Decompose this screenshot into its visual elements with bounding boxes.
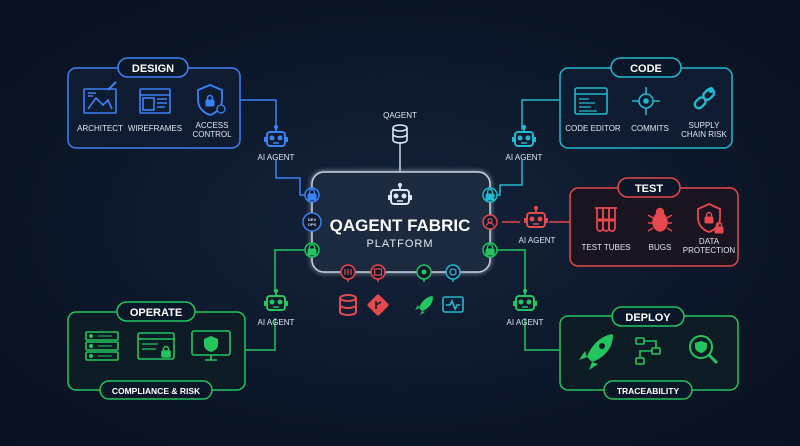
hub-bottom-badge-3: [416, 264, 432, 280]
operate-title-pill: [116, 301, 196, 322]
design-item-label: ARCHITECT: [77, 124, 123, 133]
magnifier-shield-icon: [689, 335, 719, 365]
pipeline-icon: [635, 337, 661, 365]
rocket-small-icon: [415, 296, 433, 315]
monitor-pulse-icon: [442, 296, 464, 313]
deploy-title-pill: [611, 306, 685, 327]
operate-footer: COMPLIANCE & RISK: [112, 386, 201, 396]
qagent-database-icon: [392, 124, 408, 144]
rocket-icon: [579, 334, 613, 370]
operate-group: OPERATE COMPLIANCE & RISK: [67, 301, 246, 400]
ai-agent-label: AI AGENT: [519, 236, 556, 245]
bug-icon: [647, 207, 673, 232]
ai-agent-label: AI AGENT: [258, 153, 295, 162]
chain-icon: [693, 87, 716, 110]
hub-title: QAGENT FABRIC: [330, 216, 471, 235]
database-icon: [339, 294, 357, 316]
design-connector: [240, 99, 312, 196]
code-title-pill: [610, 57, 682, 78]
ai-agent-code: AI AGENT: [506, 124, 543, 162]
hub-lock-badge-bl: [304, 242, 320, 258]
qagent-label: QAGENT: [383, 111, 417, 120]
hub-user-badge: [482, 214, 498, 230]
wireframe-icon: [139, 88, 171, 114]
ai-agent-design: AI AGENT: [258, 124, 295, 162]
blueprint-icon: [83, 81, 117, 114]
ai-agent-label: AI AGENT: [258, 318, 295, 327]
ai-agent-label: AI AGENT: [506, 153, 543, 162]
hub-bottom-badge-1: [340, 264, 356, 280]
hub: QAGENT FABRIC PLATFORM QAGENT DEV OPS: [302, 111, 498, 316]
shield-lock-icon: [197, 84, 226, 116]
svg-text:DEV: DEV: [308, 217, 317, 222]
monitor-shield-icon: [191, 330, 231, 361]
deploy-connector: [490, 249, 560, 351]
deploy-title: DEPLOY: [625, 312, 671, 324]
code-item-label: COMMITS: [631, 124, 669, 133]
operate-connector: [245, 249, 312, 351]
deploy-group: DEPLOY TRACEABILITY: [559, 306, 739, 400]
test-title: TEST: [635, 183, 663, 195]
test-title-pill: [617, 177, 681, 198]
secure-window-icon: [137, 332, 175, 360]
hub-lock-badge-tr: [482, 187, 498, 203]
code-editor-icon: [574, 87, 608, 115]
design-item-label: WIREFRAMES: [128, 124, 182, 133]
design-title: DESIGN: [132, 63, 174, 75]
hub-subtitle: PLATFORM: [366, 238, 433, 250]
operate-title: OPERATE: [130, 307, 182, 319]
data-shield-icon: [697, 203, 724, 234]
ai-agent-label: AI AGENT: [507, 318, 544, 327]
robot-icon: [524, 205, 548, 228]
operate-box: [67, 311, 246, 391]
svg-text:OPS: OPS: [308, 222, 317, 227]
robot-icon: [512, 124, 536, 147]
commit-icon: [632, 87, 660, 115]
hub-lock-badge-br: [482, 242, 498, 258]
hub-bottom-badge-2: [370, 264, 386, 280]
test-item-label: TEST TUBES: [581, 243, 630, 252]
hub-devops-badge: DEV OPS: [302, 212, 322, 232]
operate-footer-pill: [99, 380, 213, 400]
code-title: CODE: [630, 63, 662, 75]
ai-agent-operate: AI AGENT: [258, 288, 295, 327]
hub-lock-badge-tl: [304, 187, 320, 203]
deploy-footer-pill: [603, 380, 693, 400]
server-icon: [85, 331, 119, 361]
test-item-label: BUGS: [649, 243, 672, 252]
design-title-pill: [117, 57, 189, 78]
hub-bottom-badge-4: [445, 264, 461, 280]
ai-agent-test: AI AGENT: [519, 205, 556, 245]
robot-icon: [513, 288, 537, 311]
robot-icon: [264, 124, 288, 147]
test-tubes-icon: [595, 207, 617, 232]
deploy-footer: TRACEABILITY: [617, 386, 680, 396]
ai-agent-deploy: AI AGENT: [507, 288, 544, 327]
code-connector: [490, 99, 560, 196]
robot-icon: [264, 288, 288, 311]
git-icon: [367, 294, 389, 316]
code-item-label: CODE EDITOR: [565, 124, 621, 133]
